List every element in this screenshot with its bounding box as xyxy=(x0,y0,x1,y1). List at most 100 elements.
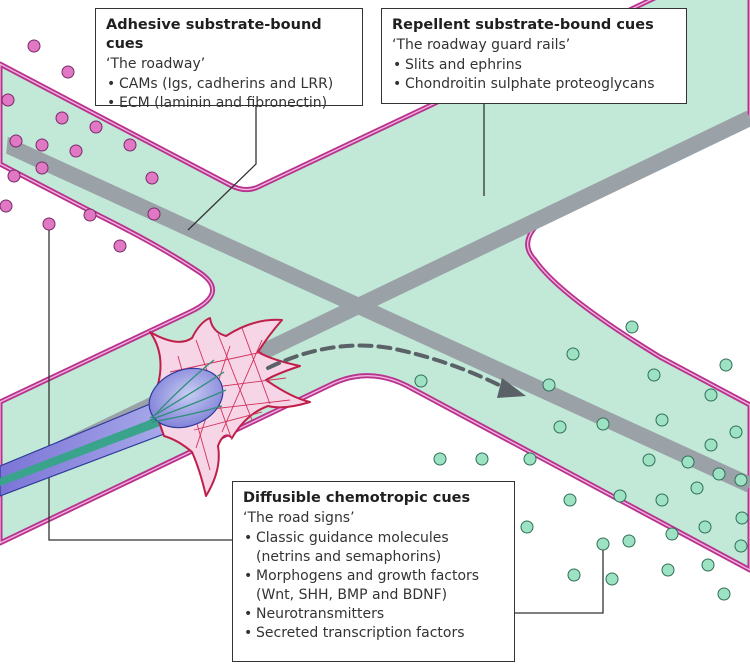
callout-item-text: Chondroitin sulphate proteoglycans xyxy=(405,76,655,92)
purple-dot xyxy=(42,217,56,231)
green-dot xyxy=(647,368,661,382)
green-cue-dots xyxy=(414,320,749,601)
green-dot xyxy=(661,563,675,577)
lane-descending xyxy=(0,134,750,493)
green-dot xyxy=(596,417,610,431)
dashed-path xyxy=(266,343,507,390)
green-dot xyxy=(734,539,748,553)
adhesive-connector xyxy=(187,106,257,231)
callout-list: Classic guidance molecules (netrins and … xyxy=(243,529,504,643)
green-dot xyxy=(681,455,695,469)
callout-item: CAMs (Igs, cadherins and LRR) xyxy=(106,75,352,94)
green-dot xyxy=(553,420,567,434)
arrow-head xyxy=(497,378,526,398)
green-dot xyxy=(605,572,619,586)
green-dot xyxy=(690,481,704,495)
green-dot xyxy=(719,358,733,372)
green-dot xyxy=(712,467,726,481)
purple-dot xyxy=(69,144,83,158)
green-dot xyxy=(563,493,577,507)
green-dot xyxy=(735,511,749,525)
purple-dot xyxy=(35,161,49,175)
trajectory-arrow xyxy=(266,343,526,398)
green-dot xyxy=(523,452,537,466)
callout-item: Secreted transcription factors xyxy=(243,624,504,643)
green-dot xyxy=(625,320,639,334)
green-dot xyxy=(704,388,718,402)
callout-item: Chondroitin sulphate proteoglycans xyxy=(392,75,676,94)
callout-item: ECM (laminin and fibronectin) xyxy=(106,94,352,113)
mesh-line xyxy=(193,411,263,431)
microtubule xyxy=(149,371,225,419)
callout-item-text: Secreted transcription factors xyxy=(256,625,465,641)
green-dot xyxy=(566,347,580,361)
green-dot xyxy=(567,568,581,582)
green-dot xyxy=(655,493,669,507)
diffusible-connector-left xyxy=(48,224,232,541)
green-dot xyxy=(433,452,447,466)
callout-title: Repellent substrate-bound cues xyxy=(392,17,654,33)
green-dot xyxy=(704,438,718,452)
purple-dot xyxy=(123,138,137,152)
repellent-cues-callout: Repellent substrate-bound cues ‘The road… xyxy=(381,8,687,104)
green-dot xyxy=(701,558,715,572)
green-dot xyxy=(734,473,748,487)
callout-list: CAMs (Igs, cadherins and LRR) ECM (lamin… xyxy=(106,75,352,113)
callout-item: Neurotransmitters xyxy=(243,605,504,624)
callout-item: Slits and ephrins xyxy=(392,56,676,75)
purple-dot xyxy=(0,199,13,213)
callout-title: Adhesive substrate-bound cues xyxy=(106,17,322,52)
microtubule xyxy=(151,359,215,419)
diffusible-connector-right xyxy=(515,546,604,614)
adhesive-cues-callout: Adhesive substrate-bound cues ‘The roadw… xyxy=(95,8,363,113)
green-dot xyxy=(475,452,489,466)
diffusible-cues-callout: Diffusible chemotropic cues ‘The road si… xyxy=(232,481,515,662)
green-dot xyxy=(414,374,428,388)
mesh-line xyxy=(221,339,263,433)
purple-dot xyxy=(55,111,69,125)
purple-dot xyxy=(145,171,159,185)
callout-subtitle: ‘The roadway guard rails’ xyxy=(392,37,571,53)
callout-item: Morphogens and growth factors (Wnt, SHH,… xyxy=(243,567,504,605)
callout-item: Classic guidance molecules (netrins and … xyxy=(243,529,504,567)
purple-dot xyxy=(7,169,21,183)
callout-connectors xyxy=(48,104,604,614)
green-dot xyxy=(622,534,636,548)
microtubule xyxy=(149,389,227,421)
callout-subtitle: ‘The road signs’ xyxy=(243,510,355,526)
callout-list: Slits and ephrins Chondroitin sulphate p… xyxy=(392,56,676,94)
purple-dot xyxy=(89,120,103,134)
green-dot xyxy=(520,520,534,534)
callout-item-text: CAMs (Igs, cadherins and LRR) xyxy=(119,76,334,92)
green-dot xyxy=(698,520,712,534)
microtubule xyxy=(151,405,223,423)
green-dot xyxy=(655,413,669,427)
callout-item-text: Classic guidance molecules xyxy=(256,530,449,546)
green-dot xyxy=(717,587,731,601)
purple-dot xyxy=(27,39,41,53)
callout-item-detail: (netrins and semaphorins) xyxy=(256,549,442,565)
purple-dot xyxy=(61,65,75,79)
green-dot xyxy=(729,425,743,439)
microtubules xyxy=(149,359,227,423)
green-dot xyxy=(613,489,627,503)
neuron xyxy=(0,317,311,497)
purple-dot xyxy=(147,207,161,221)
purple-dot xyxy=(1,93,15,107)
axon-core xyxy=(0,414,168,486)
mesh-line xyxy=(241,327,271,405)
green-dot xyxy=(596,537,610,551)
purple-dot xyxy=(83,208,97,222)
purple-dot xyxy=(35,138,49,152)
purple-dot xyxy=(9,134,23,148)
callout-item-text: Morphogens and growth factors xyxy=(256,568,480,584)
callout-item-text: Neurotransmitters xyxy=(256,606,385,622)
callout-item-text: Slits and ephrins xyxy=(405,57,522,73)
callout-subtitle: ‘The roadway’ xyxy=(106,56,206,72)
callout-title: Diffusible chemotropic cues xyxy=(243,490,471,506)
green-dot xyxy=(542,378,556,392)
green-dot xyxy=(665,527,679,541)
callout-item-text: ECM (laminin and fibronectin) xyxy=(119,95,328,111)
purple-dot xyxy=(113,239,127,253)
